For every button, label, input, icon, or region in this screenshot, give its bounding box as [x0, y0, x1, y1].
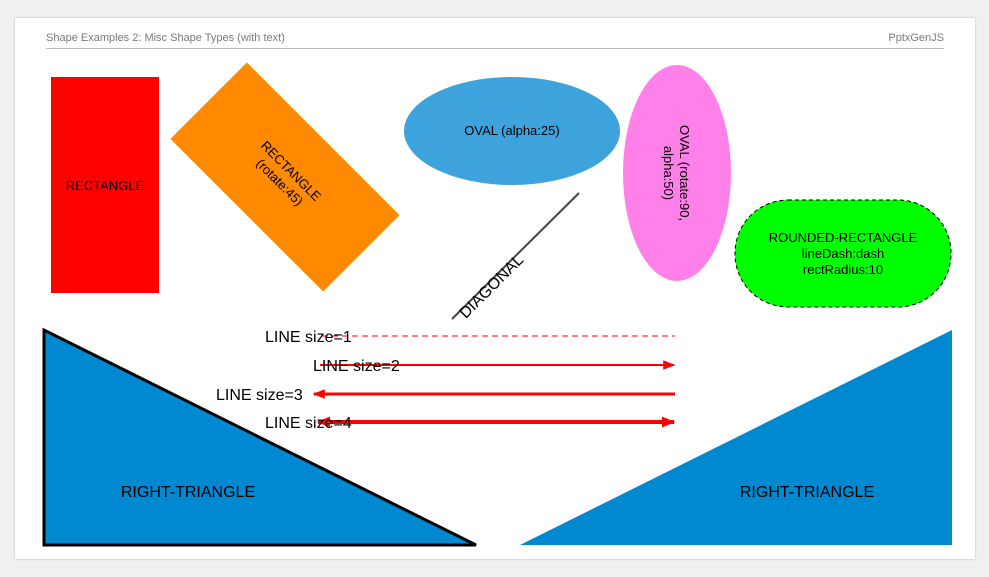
rectangle-label: RECTANGLE [66, 178, 145, 193]
right-triangle-left [42, 327, 477, 547]
blue-oval [404, 77, 620, 185]
slide-title: Shape Examples 2: Misc Shape Types (with… [46, 32, 285, 44]
rotated-oval-label-2: alpha:50) [661, 146, 676, 200]
diagonal-text-group: DIAGONAL [457, 252, 528, 323]
red-rectangle [51, 77, 159, 293]
rounded-rectangle-label-1: ROUNDED-RECTANGLE [769, 230, 918, 245]
diagonal-line [451, 192, 580, 320]
pink-oval-text-group: OVAL (rotate:90, alpha:50) [661, 125, 692, 221]
pink-oval [623, 65, 731, 281]
oval-label: OVAL (alpha:25) [464, 123, 559, 138]
right-triangle-left-label: RIGHT-TRIANGLE [121, 484, 255, 501]
slide: Shape Examples 2: Misc Shape Types (with… [15, 18, 975, 559]
line-size-4-label: LINE size=4 [265, 415, 352, 432]
rounded-rectangle-label-2: lineDash:dash [802, 246, 884, 261]
line-size-2-label: LINE size=2 [313, 358, 400, 375]
rotated-oval-label-1: OVAL (rotate:90, [677, 125, 692, 221]
shape-canvas: RECTANGLE RECTANGLE (rotate:45) OVAL (al… [42, 62, 952, 547]
line-size-3-label: LINE size=3 [216, 387, 303, 404]
brand-label: PptxGenJS [888, 32, 944, 44]
orange-rotated-rectangle-group: RECTANGLE (rotate:45) [170, 62, 400, 292]
orange-rotated-rectangle [170, 62, 400, 292]
line-size-1-label: LINE size=1 [265, 329, 352, 346]
green-rounded-rectangle [734, 199, 952, 308]
right-triangle-right-label: RIGHT-TRIANGLE [740, 484, 874, 501]
rounded-rectangle-label-3: rectRadius:10 [803, 262, 883, 277]
diagonal-label: DIAGONAL [457, 252, 528, 323]
right-triangle-right [520, 330, 952, 545]
slide-header: Shape Examples 2: Misc Shape Types (with… [46, 32, 944, 49]
